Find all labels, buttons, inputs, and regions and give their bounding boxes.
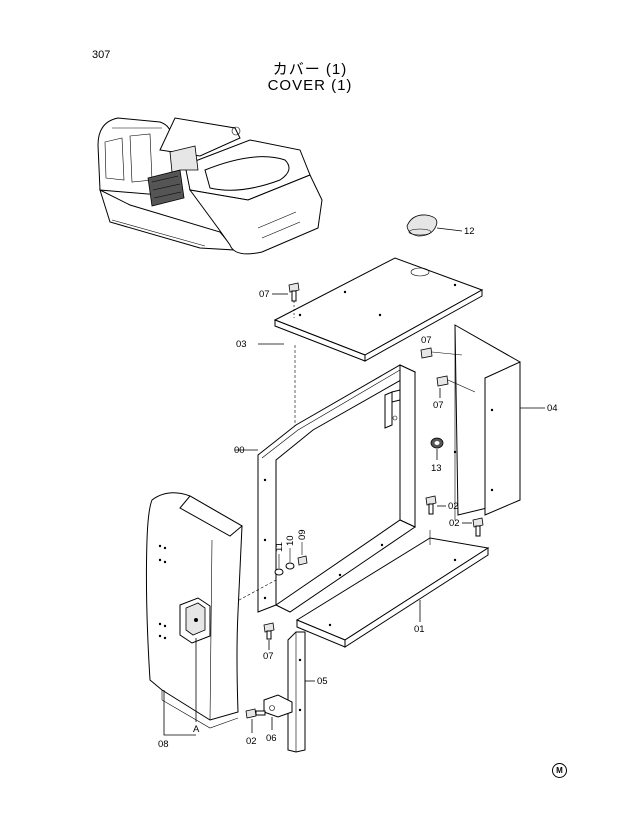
label-02-upper: 02: [448, 501, 459, 512]
parts-11-10-09-hardware: 11 10 09: [229, 529, 308, 606]
excavator-overview: [97, 117, 323, 255]
label-09: 09: [297, 529, 308, 540]
label-A: A: [193, 724, 200, 735]
label-07-right-upper: 07: [421, 335, 432, 346]
label-05: 05: [317, 676, 328, 687]
label-01: 01: [414, 624, 425, 635]
part-12-cap: 12: [406, 214, 475, 237]
label-04: 04: [547, 403, 558, 414]
part-05-vertical-bar: 05: [287, 631, 328, 753]
part-04-side-cover: 04: [453, 324, 558, 520]
part-02-bolts: 02 02: [425, 495, 484, 537]
label-11: 11: [274, 542, 285, 552]
title-japanese: カバー (1): [272, 61, 348, 78]
label-00: 00: [234, 445, 245, 456]
part-13-grommet: 13: [430, 437, 444, 474]
part-02-bolt-bottom: 02: [245, 708, 266, 747]
label-06: 06: [266, 733, 277, 744]
part-07-bolt-lower: 07: [263, 622, 275, 662]
label-08: 08: [158, 739, 169, 750]
label-02-right: 02: [449, 518, 460, 529]
corner-mark: M: [552, 763, 567, 778]
part-07-bolts-right: 07 07: [420, 335, 476, 411]
part-07-bolt-top: 07: [259, 282, 300, 318]
label-10: 10: [285, 535, 296, 546]
part-00-frame: 00: [234, 364, 417, 613]
label-07-top: 07: [259, 289, 270, 300]
label-13: 13: [431, 463, 442, 474]
part-08-door-panel: A 08: [145, 492, 243, 750]
page-number: 307: [92, 49, 111, 61]
label-07-right-lower: 07: [433, 400, 444, 411]
label-07-lower: 07: [263, 651, 274, 662]
part-03-top-cover: 03: [236, 257, 484, 430]
part-01-bottom-plate: 01: [295, 530, 490, 648]
title-english: COVER (1): [267, 77, 353, 94]
label-03: 03: [236, 339, 247, 350]
label-02-bottom: 02: [246, 736, 257, 747]
label-12: 12: [464, 226, 475, 237]
